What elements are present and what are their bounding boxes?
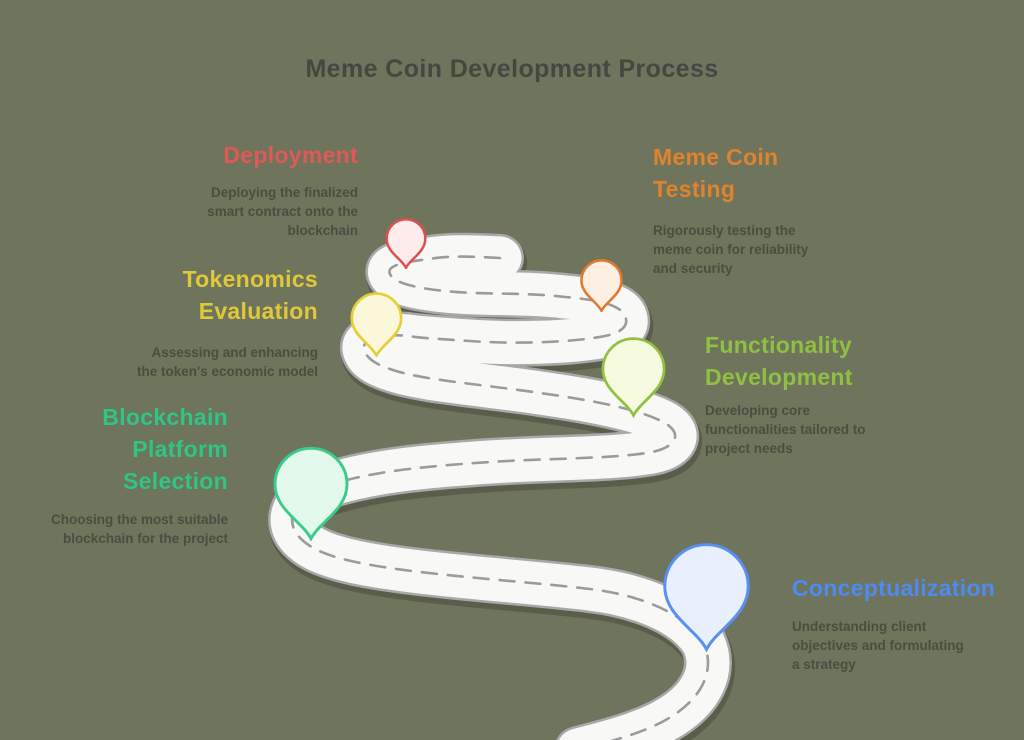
- pin-blockchain-platform-selection: [272, 446, 350, 541]
- pin-meme-coin-testing-shape: [580, 259, 623, 312]
- step-title-functionality-development: Functionality Development: [705, 329, 866, 393]
- step-desc-line: blockchain for the project: [62, 531, 228, 546]
- step-title-blockchain-platform-selection: Blockchain Platform Selection: [51, 401, 228, 497]
- step-label-functionality-development: Functionality Development Developing cor…: [705, 329, 866, 458]
- step-title-tokenomics-evaluation: Tokenomics Evaluation: [137, 263, 318, 327]
- step-title-line: Evaluation: [198, 298, 318, 324]
- step-desc-meme-coin-testing: Rigorously testing the meme coin for rel…: [653, 221, 808, 278]
- step-label-tokenomics-evaluation: Tokenomics Evaluation Assessing and enha…: [137, 263, 318, 381]
- step-desc-line: Deploying the finalized: [210, 185, 358, 200]
- page-title: Meme Coin Development Process: [305, 55, 719, 83]
- step-desc-line: Understanding client: [792, 619, 927, 634]
- step-desc-line: Developing core: [705, 403, 811, 418]
- pin-meme-coin-testing: [579, 259, 624, 312]
- step-desc-deployment: Deploying the finalized smart contract o…: [207, 183, 358, 240]
- step-desc-conceptualization: Understanding client objectives and form…: [792, 617, 995, 674]
- pin-deployment-shape: [385, 218, 427, 269]
- step-title-line: Deployment: [223, 142, 358, 168]
- step-desc-line: Choosing the most suitable: [50, 512, 228, 527]
- step-title-line: Conceptualization: [792, 575, 996, 601]
- step-desc-line: Rigorously testing the: [653, 223, 796, 238]
- step-desc-line: smart contract onto the: [207, 204, 358, 219]
- step-desc-tokenomics-evaluation: Assessing and enhancing the token's econ…: [137, 343, 318, 381]
- pin-tokenomics-evaluation-shape: [350, 292, 403, 357]
- step-label-meme-coin-testing: Meme Coin Testing Rigorously testing the…: [653, 141, 808, 278]
- pin-conceptualization-shape: [663, 543, 750, 652]
- pin-functionality-development: [601, 333, 666, 421]
- step-title-line: Blockchain: [102, 404, 228, 430]
- step-desc-line: and security: [653, 261, 733, 276]
- step-desc-line: project needs: [705, 441, 793, 456]
- step-label-conceptualization: Conceptualization Understanding client o…: [792, 572, 995, 674]
- step-title-line: Selection: [123, 468, 228, 494]
- pin-conceptualization: [660, 542, 753, 652]
- step-desc-line: blockchain: [287, 223, 358, 238]
- step-title-line: Functionality: [705, 332, 853, 358]
- step-title-line: Development: [705, 364, 853, 390]
- step-desc-line: a strategy: [792, 657, 856, 672]
- step-title-line: Meme Coin: [653, 144, 779, 170]
- step-desc-line: objectives and formulating: [792, 638, 964, 653]
- step-desc-line: Assessing and enhancing: [151, 345, 318, 360]
- step-desc-line: meme coin for reliability: [653, 242, 809, 257]
- step-desc-blockchain-platform-selection: Choosing the most suitable blockchain fo…: [51, 510, 228, 548]
- step-title-meme-coin-testing: Meme Coin Testing: [653, 141, 808, 205]
- step-title-deployment: Deployment: [207, 139, 358, 171]
- pin-deployment: [384, 218, 428, 269]
- pin-functionality-development-shape: [601, 337, 666, 419]
- step-title-line: Testing: [653, 176, 736, 202]
- pin-tokenomics-evaluation: [350, 292, 403, 357]
- pin-blockchain-platform-selection-shape: [273, 446, 349, 541]
- step-title-line: Platform: [132, 436, 228, 462]
- step-title-conceptualization: Conceptualization: [792, 572, 995, 604]
- step-label-deployment: Deployment Deploying the finalized smart…: [207, 139, 358, 240]
- step-label-blockchain-platform-selection: Blockchain Platform Selection Choosing t…: [51, 401, 228, 548]
- step-title-line: Tokenomics: [182, 266, 318, 292]
- step-desc-line: the token's economic model: [137, 364, 318, 379]
- step-desc-functionality-development: Developing core functionalities tailored…: [705, 401, 866, 458]
- step-desc-line: functionalities tailored to: [705, 422, 866, 437]
